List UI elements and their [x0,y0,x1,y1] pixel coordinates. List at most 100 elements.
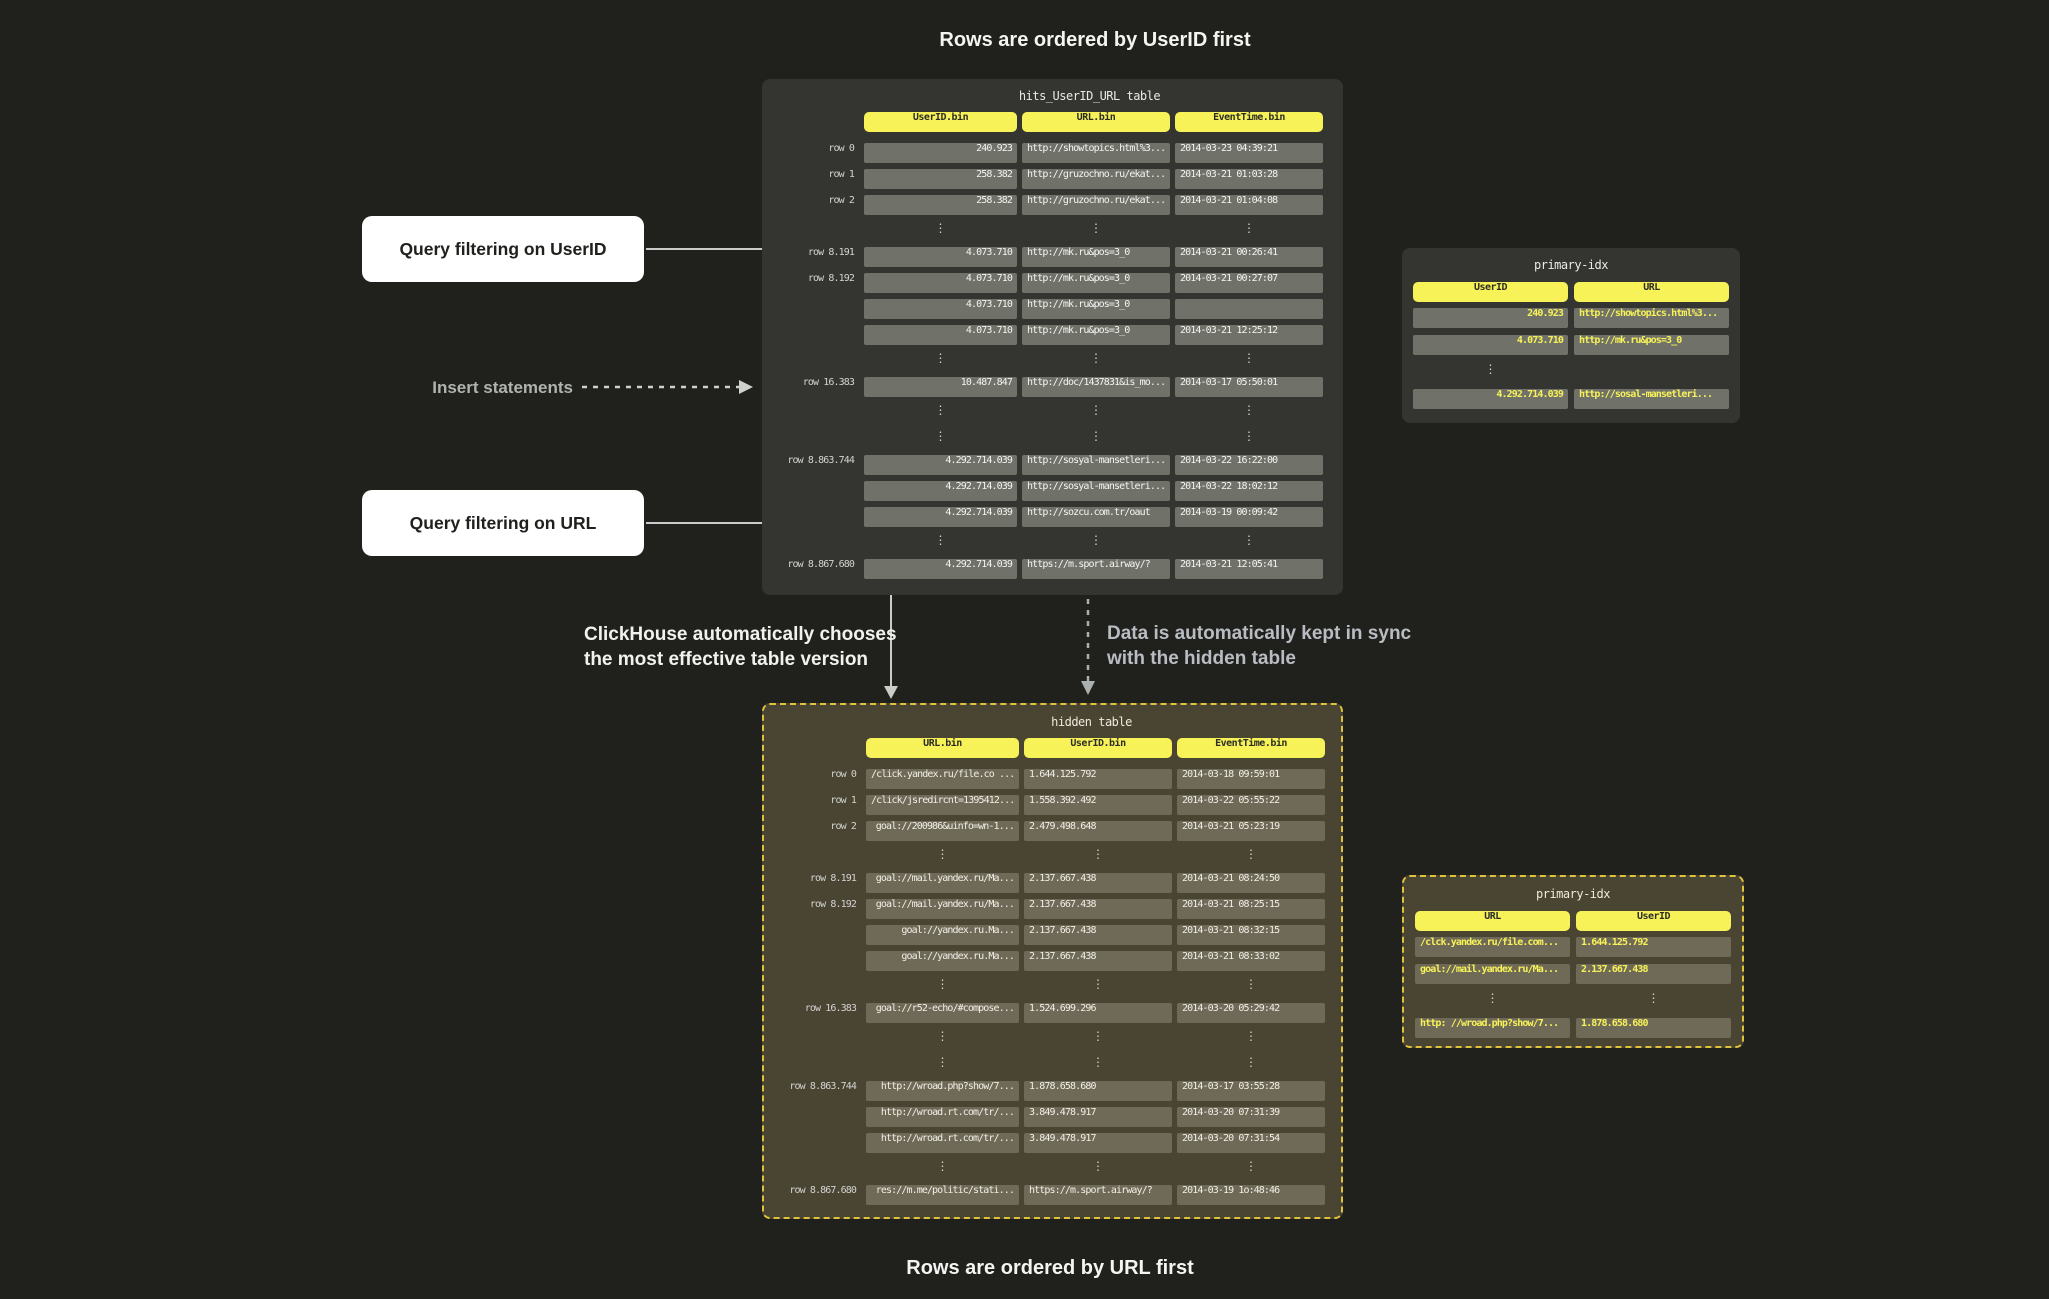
table-row: row 8.191 goal://mail.yandex.ru/Ma...2.13… [770,873,1341,893]
table-cell: 4.292.714.039 [864,455,1017,475]
table-cell: 4.292.714.039 [864,559,1017,579]
row-label [770,1055,860,1075]
table-cell: 3.849.478.917 [1024,1107,1172,1127]
row-label [768,351,858,371]
table-cell: 4.292.714.039 [864,507,1017,527]
table-cell: http://wroad.rt.com/tr/... [866,1107,1019,1127]
table-cell: 2014-03-21 08:25:15 [1177,899,1325,919]
query-url-callout: Query filtering on URL [362,490,644,556]
table-cell: http://doc/1437831&is_mo... [1022,377,1170,397]
table-cell: 2014-03-19 1o:48:46 [1177,1185,1325,1205]
ellipsis: ⋮ [1243,533,1255,547]
table-cell: 2014-03-23 04:39:21 [1175,143,1323,163]
ellipsis: ⋮ [934,429,947,443]
primary-idx-userid-title: primary-idx [1534,258,1608,272]
table-cell: http://gruzochno.ru/ekat... [1022,195,1170,215]
row-label: row 8.867.680 [789,1185,856,1196]
table-cell: goal://r52-echo/#compose... [866,1003,1019,1023]
row-label [768,533,858,553]
ellipsis: ⋮ [1245,1159,1257,1173]
table-cell: goal://mail.yandex.ru/Ma... [866,873,1019,893]
table-cell: 1.524.699.296 [1024,1003,1172,1023]
row-label-spacer [770,738,860,758]
row-label: row 8.867.680 [787,559,854,570]
table-cell: goal://200986&uinfo=wn-1... [866,821,1019,841]
table-cell: http://wroad.rt.com/tr/... [866,1133,1019,1153]
row-label: row 1 [828,169,855,180]
table-cell: goal://mail.yandex.ru/Ma... [866,899,1019,919]
row-label [770,951,860,971]
ellipsis: ⋮ [1245,1029,1257,1043]
ellipsis: ⋮ [1090,533,1102,547]
note-kept-in-sync-line2: with the hidden table [1107,648,1296,669]
table-cell: /click.yandex.ru/file.co ... [866,769,1019,789]
table-cell: http://mk.ru&pos=3_0 [1574,335,1729,355]
table-cell: 2014-03-21 01:04:08 [1175,195,1323,215]
table-cell: 2.479.498.648 [1024,821,1172,841]
ellipsis: ⋮ [1090,429,1102,443]
table-cell: http://sosyal-mansetleri... [1022,455,1170,475]
table-cell: 4.073.710 [864,273,1017,293]
table-cell: 2014-03-22 16:22:00 [1175,455,1323,475]
table-row: ⋮⋮⋮ [768,533,1343,553]
column-header: URL.bin [866,738,1019,758]
row-label: row 8.191 [809,873,857,884]
table-cell: 258.382 [864,195,1017,215]
row-label [770,1107,860,1127]
insert-statements-arrow [582,380,753,394]
ellipsis: ⋮ [1090,403,1102,417]
ellipsis: ⋮ [934,351,947,365]
table-row: ⋮⋮⋮ [770,977,1341,997]
ellipsis: ⋮ [936,1029,949,1043]
table-cell: http://sozcu.com.tr/oaut [1022,507,1170,527]
table-cell: http://mk.ru&pos=3_0 [1022,299,1170,319]
ellipsis: ⋮ [936,1159,949,1173]
title-rows-ordered-by-url: Rows are ordered by URL first [906,1257,1194,1279]
column-header: UserID.bin [864,112,1017,132]
row-label [768,429,858,449]
table-cell: http://sosyal-mansetleri... [1022,481,1170,501]
ellipsis: ⋮ [1090,221,1102,235]
row-label: row 8.863.744 [787,455,854,466]
row-label: row 0 [828,143,855,154]
table-cell [1175,299,1323,319]
table-cell: 10.487.847 [864,377,1017,397]
hits-table-title: hits_UserID_URL table [1018,89,1161,103]
row-label [768,507,858,527]
table-row: ⋮⋮⋮ [770,847,1341,867]
table-cell: http://gruzochno.ru/ekat... [1022,169,1170,189]
table-cell: 2014-03-21 00:26:41 [1175,247,1323,267]
row-label: row 16.383 [802,377,855,388]
note-kept-in-sync-line1: Data is automatically kept in sync [1107,623,1412,644]
row-label: row 1 [830,795,857,806]
ellipsis: ⋮ [1092,1159,1104,1173]
table-cell: 2014-03-21 12:05:41 [1175,559,1323,579]
table-cell: 1.878.658.680 [1576,1018,1731,1038]
sync-arrow [1081,599,1095,695]
table-cell: goal://yandex.ru.Ma... [866,951,1019,971]
table-row: ⋮ [1413,362,1729,382]
query-userid-label: Query filtering on UserID [399,238,607,259]
table-cell: res://m.me/politic/stati... [866,1185,1019,1205]
ellipsis [1574,362,1729,382]
table-cell: 2014-03-22 18:02:12 [1175,481,1323,501]
table-cell: http://showtopics.html%3... [1574,308,1729,328]
table-cell: 2.137.667.438 [1024,873,1172,893]
table-cell: http://mk.ru&pos=3_0 [1022,325,1170,345]
ellipsis: ⋮ [1486,991,1499,1005]
table-cell: 4.292.714.039 [864,481,1017,501]
